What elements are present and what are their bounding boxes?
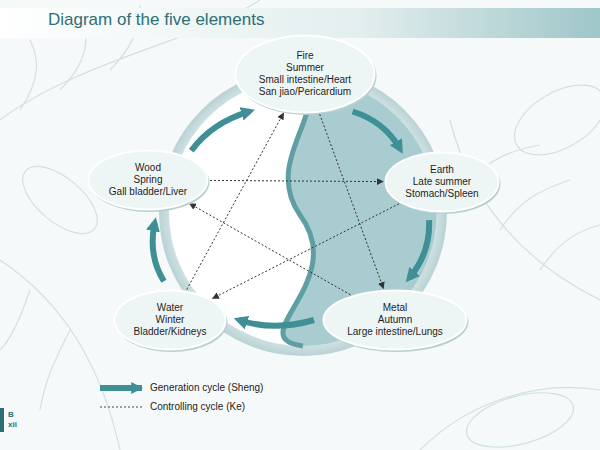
element-detail: Summer (259, 62, 351, 74)
controlling-arrow (190, 204, 351, 295)
element-ellipse: FireSummerSmall intestine/HeartSan jiao/… (234, 34, 376, 114)
element-detail: Autumn (347, 314, 443, 326)
element-detail: Spring (109, 174, 187, 186)
element-name: Wood (109, 162, 187, 174)
node-text: WoodSpringGall bladder/Liver (109, 162, 187, 198)
generation-arrow (191, 111, 249, 150)
title-band (0, 8, 600, 38)
controlling-arrow (210, 180, 383, 181)
element-detail: Stomach/Spleen (405, 188, 478, 200)
page-title: Diagram of the five elements (48, 10, 264, 30)
controlling-arrow (187, 113, 284, 289)
generation-arrow (153, 223, 164, 281)
element-ellipse: EarthLate summerStomach/Spleen (384, 151, 500, 213)
page-tab (0, 408, 4, 432)
element-detail: Bladder/Kidneys (134, 326, 207, 338)
legend-text: Controlling cycle (Ke) (150, 401, 245, 412)
generation-arrow (353, 111, 400, 148)
generation-arrow (409, 220, 429, 278)
element-ellipse: WoodSpringGall bladder/Liver (87, 149, 209, 211)
element-detail: Gall bladder/Liver (109, 186, 187, 198)
node-text: MetalAutumnLarge intestine/Lungs (347, 302, 443, 338)
legend-arrow-sample (100, 385, 142, 391)
element-name: Metal (347, 302, 443, 314)
page-number: B (8, 410, 14, 419)
element-detail: Late summer (405, 176, 478, 188)
yin-yang-curve (283, 78, 314, 346)
controlling-arrow (213, 204, 399, 299)
element-name: Water (134, 302, 207, 314)
page-number: xii (8, 420, 17, 429)
element-name: Earth (405, 164, 478, 176)
element-ellipse: MetalAutumnLarge intestine/Lungs (322, 289, 468, 351)
generation-arrow (239, 320, 314, 326)
element-detail: Winter (134, 314, 207, 326)
node-text: FireSummerSmall intestine/HeartSan jiao/… (259, 50, 351, 98)
node-text: WaterWinterBladder/Kidneys (134, 302, 207, 338)
controlling-arrow (320, 114, 384, 288)
legend-dash-sample (100, 407, 142, 408)
node-text: EarthLate summerStomach/Spleen (405, 164, 478, 200)
element-detail: Large intestine/Lungs (347, 326, 443, 338)
element-ellipse: WaterWinterBladder/Kidneys (113, 289, 227, 351)
element-name: Fire (259, 50, 351, 62)
element-detail: Small intestine/Heart (259, 74, 351, 86)
element-detail: San jiao/Pericardium (259, 86, 351, 98)
legend-text: Generation cycle (Sheng) (150, 382, 263, 393)
